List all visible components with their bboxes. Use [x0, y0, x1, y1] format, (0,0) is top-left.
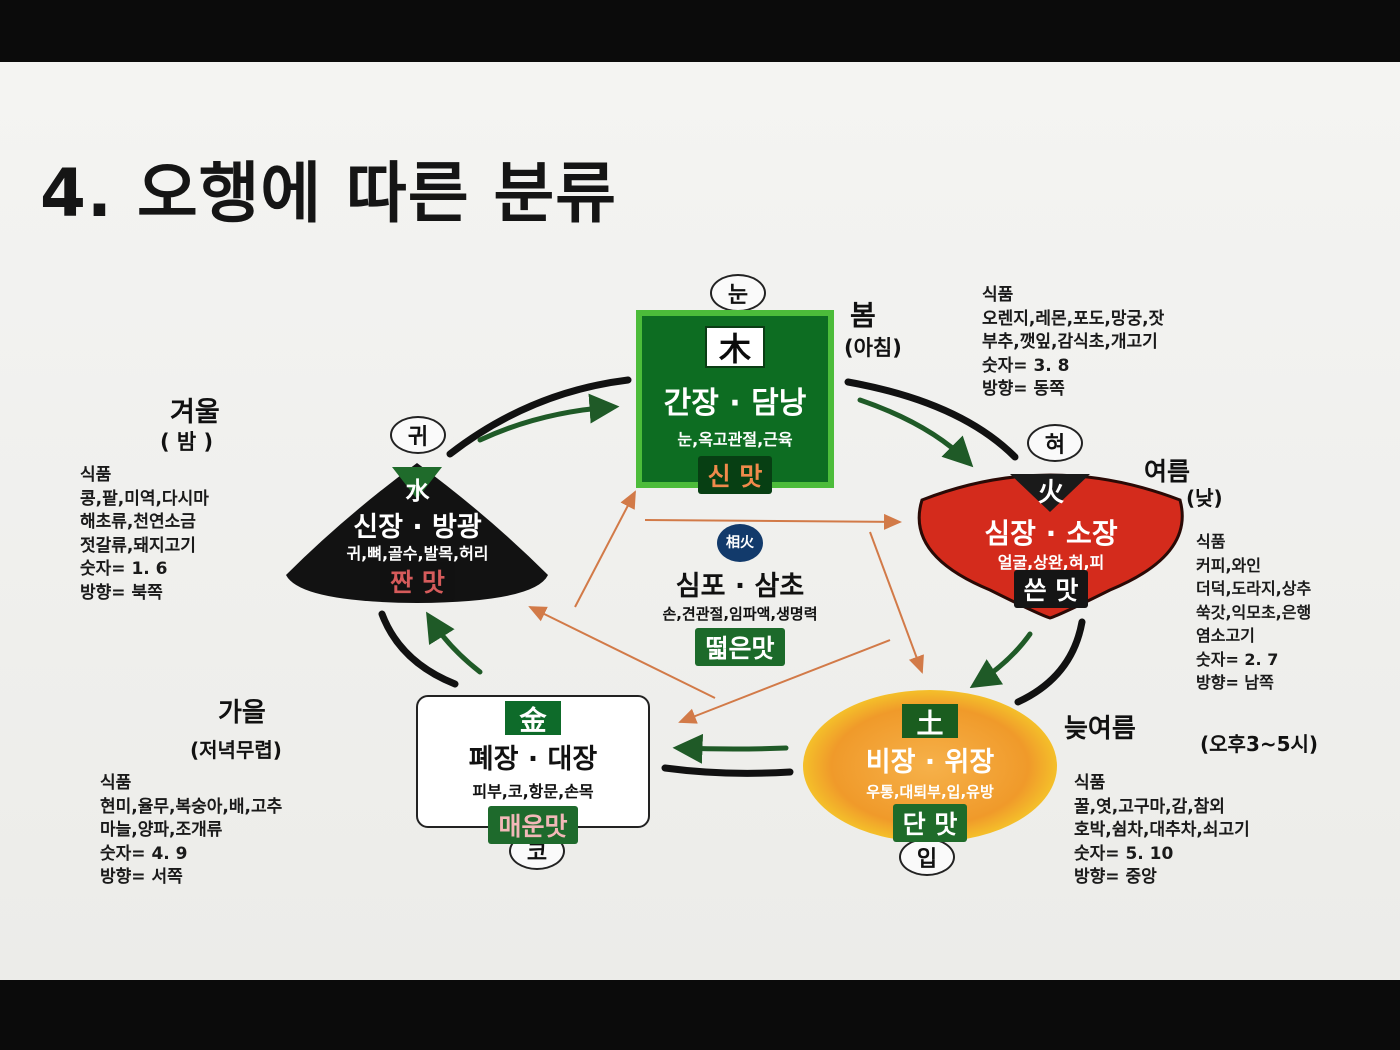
element-earth: 土 비장 · 위장 우통,대퇴부,입,유방 단 맛 — [803, 690, 1057, 842]
info-line: 식품 — [100, 773, 132, 793]
metal-season: 가을 — [218, 698, 266, 728]
water-info: 식품 콩,팥,미역,다시마 해초류,천연소금 젓갈류,돼지고기 숫자= 1. 6… — [80, 464, 209, 605]
info-line: 숫자= 4. 9 — [100, 843, 188, 864]
arrow-metal-to-water — [426, 611, 483, 675]
water-char: 水 — [405, 476, 430, 505]
arrow-fire-to-metal-control — [869, 531, 924, 674]
earth-info: 식품 꿀,엿,고구마,감,참외 호박,쉼차,대추차,쇠고기 숫자= 5. 10 … — [1074, 772, 1250, 890]
metal-time: (저녁무렵) — [190, 738, 282, 762]
info-line: 콩,팥,미역,다시마 — [80, 488, 209, 509]
element-water: 水 신장 · 방광 귀,뼈,골수,발목,허리 짠 맛 — [280, 457, 555, 607]
center-taste: 떫은맛 — [695, 628, 785, 666]
fire-time: (낮) — [1186, 486, 1223, 510]
element-metal: 金 폐장 · 대장 피부,코,항문,손목 매운맛 — [416, 695, 650, 844]
wood-time: (아침) — [844, 336, 902, 360]
fire-taste: 쓴 맛 — [1013, 570, 1089, 608]
info-line: 방향= 남쪽 — [1196, 673, 1274, 692]
slide: 4. 오행에 따른 분류 — [0, 62, 1400, 980]
fire-shape — [917, 473, 1184, 620]
earth-char: 土 — [902, 704, 958, 740]
center-parts: 손,견관절,임파액,생명력 — [662, 605, 818, 623]
info-line: 쑥갓,익모초,은행 — [1196, 602, 1312, 622]
water-parts: 귀,뼈,골수,발목,허리 — [346, 544, 489, 563]
water-organs: 신장 · 방광 — [353, 512, 482, 543]
center-badge: 相火 — [717, 524, 763, 562]
fire-organs: 심장 · 소장 — [984, 517, 1118, 550]
arrow-wood-to-fire — [857, 397, 974, 468]
info-line: 꿀,엿,고구마,감,참외 — [1074, 796, 1225, 817]
info-line: 식품 — [80, 465, 112, 485]
wood-info: 식품 오렌지,레몬,포도,망궁,잣 부추,깻잎,감식초,개고기 숫자= 3. 8… — [982, 284, 1164, 402]
sense-ear: 귀 — [390, 416, 446, 454]
sense-eye: 눈 — [710, 274, 766, 312]
metal-organs: 폐장 · 대장 — [468, 744, 598, 775]
info-line: 숫자= 5. 10 — [1074, 843, 1174, 864]
info-line: 식품 — [1074, 773, 1106, 793]
water-time: ( 밤 ) — [160, 430, 214, 454]
info-line: 염소고기 — [1196, 626, 1255, 645]
page-title: 4. 오행에 따른 분류 — [40, 155, 617, 232]
wood-season: 봄 — [850, 299, 876, 332]
info-line: 호박,쉼차,대추차,쇠고기 — [1074, 820, 1250, 840]
sense-mouth: 입 — [899, 838, 955, 876]
center-organs: 심포 · 삼초 — [675, 571, 805, 602]
earth-time: (오후3~5시) — [1200, 732, 1319, 756]
info-line: 해초류,천연소금 — [80, 512, 196, 532]
arrow-earth-to-metal — [672, 733, 789, 764]
fire-season: 여름 — [1144, 457, 1191, 486]
earth-organs: 비장 · 위장 — [865, 747, 995, 778]
info-line: 현미,율무,복숭아,배,고추 — [100, 796, 283, 817]
arrow-fire-to-earth — [969, 631, 1033, 689]
arrow-earth-to-water-control — [678, 639, 891, 724]
cycle-arrows — [378, 376, 1086, 777]
wood-parts: 눈,옥고관절,근육 — [677, 430, 793, 449]
info-line: 방향= 서쪽 — [100, 867, 183, 887]
wood-organs: 간장 · 담낭 — [663, 386, 807, 421]
info-line: 마늘,양파,조개류 — [100, 820, 223, 840]
info-line: 젓갈류,돼지고기 — [80, 535, 196, 556]
water-shape — [286, 463, 548, 603]
arrow-metal-to-wood-control — [528, 606, 716, 699]
fire-char: 火 — [1037, 478, 1064, 508]
info-line: 더덕,도라지,상추 — [1196, 579, 1312, 598]
info-line: 방향= 동쪽 — [982, 379, 1065, 399]
metal-info: 식품 현미,율무,복숭아,배,고추 마늘,양파,조개류 숫자= 4. 9 방향=… — [100, 772, 282, 890]
earth-parts: 우통,대퇴부,입,유방 — [866, 783, 994, 801]
earth-season: 늦여름 — [1064, 714, 1136, 744]
fire-info: 식품 커피,와인 더덕,도라지,상추 쑥갓,익모초,은행 염소고기 숫자= 2.… — [1196, 530, 1311, 695]
arrow-water-to-fire-control — [574, 490, 636, 608]
sense-tongue: 혀 — [1027, 424, 1083, 462]
fire-parts: 얼굴,상완,혀,피 — [997, 553, 1105, 572]
metal-char: 金 — [505, 701, 561, 737]
earth-taste: 단 맛 — [892, 804, 968, 842]
water-taste: 짠 맛 — [380, 562, 455, 600]
info-line: 숫자= 3. 8 — [982, 355, 1070, 376]
arrow-water-to-wood — [477, 393, 620, 443]
element-fire: 火 심장 · 소장 얼굴,상완,혀,피 쓴 맛 — [910, 460, 1192, 620]
arrow-wood-to-earth-control — [644, 513, 902, 530]
element-wood: 木 간장 · 담낭 눈,옥고관절,근육 신 맛 — [636, 310, 834, 494]
wood-char: 木 — [705, 326, 765, 368]
info-line: 방향= 북쪽 — [80, 582, 163, 603]
element-center: 相火 심포 · 삼초 손,견관절,임파액,생명력 떫은맛 — [620, 524, 860, 666]
wood-taste: 신 맛 — [697, 456, 773, 494]
info-line: 식품 — [1196, 532, 1226, 551]
info-line: 방향= 중앙 — [1074, 867, 1157, 887]
info-line: 부추,깻잎,감식초,개고기 — [982, 332, 1158, 352]
metal-taste: 매운맛 — [488, 806, 578, 844]
outer-arcs — [378, 376, 1086, 777]
info-line: 커피,와인 — [1196, 555, 1261, 575]
info-line: 숫자= 2. 7 — [1196, 649, 1279, 669]
water-season: 겨울 — [170, 397, 220, 428]
metal-parts: 피부,코,항문,손목 — [472, 782, 594, 801]
info-line: 오렌지,레몬,포도,망궁,잣 — [982, 308, 1165, 329]
info-line: 식품 — [982, 285, 1014, 305]
info-line: 숫자= 1. 6 — [80, 559, 168, 579]
